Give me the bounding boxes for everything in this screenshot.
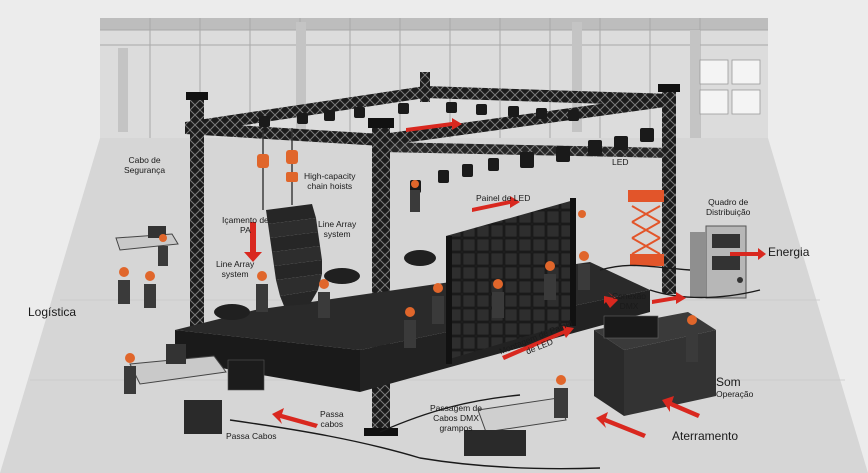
label-line-array-left: Line Array system bbox=[216, 259, 255, 279]
worker-icon bbox=[118, 180, 698, 418]
label-passa-cabos-bottom: Passa Cabos bbox=[226, 431, 277, 441]
label-passa-cabos-mid: Passa cabos bbox=[320, 409, 344, 429]
label-led: LED bbox=[612, 157, 629, 167]
scissor-lift-icon bbox=[628, 190, 664, 266]
label-cabo-seguranca: Cabo de Segurança bbox=[124, 155, 166, 175]
chain-hoist-icon bbox=[257, 128, 298, 210]
distribution-panel-icon bbox=[690, 225, 747, 299]
red-arrows bbox=[244, 118, 766, 438]
label-aterramento: Aterramento bbox=[672, 429, 739, 443]
label-energia: Energia bbox=[768, 245, 810, 259]
led-panel-icon bbox=[446, 198, 576, 364]
label-chain-hoists: High-capacity chain hoists bbox=[304, 171, 356, 191]
label-conexao-dmx: Conexão DMX bbox=[612, 291, 647, 311]
label-painel-led: Painel de LED bbox=[476, 193, 531, 203]
cables bbox=[229, 264, 761, 470]
label-passagem-cabos-dmx: Passagem de Cabos DMX grampos bbox=[430, 403, 482, 433]
label-icamento-pa: Içamento de PA bbox=[222, 215, 269, 235]
label-operacao: Operação bbox=[716, 389, 754, 399]
label-logistica: Logística bbox=[28, 305, 77, 319]
label-som: Som bbox=[716, 375, 741, 389]
label-line-array-mid: Line Array system bbox=[318, 219, 357, 239]
label-quadro-distribuicao: Quadro de Distribuição bbox=[706, 197, 751, 217]
line-array-speaker-icon bbox=[214, 204, 436, 320]
